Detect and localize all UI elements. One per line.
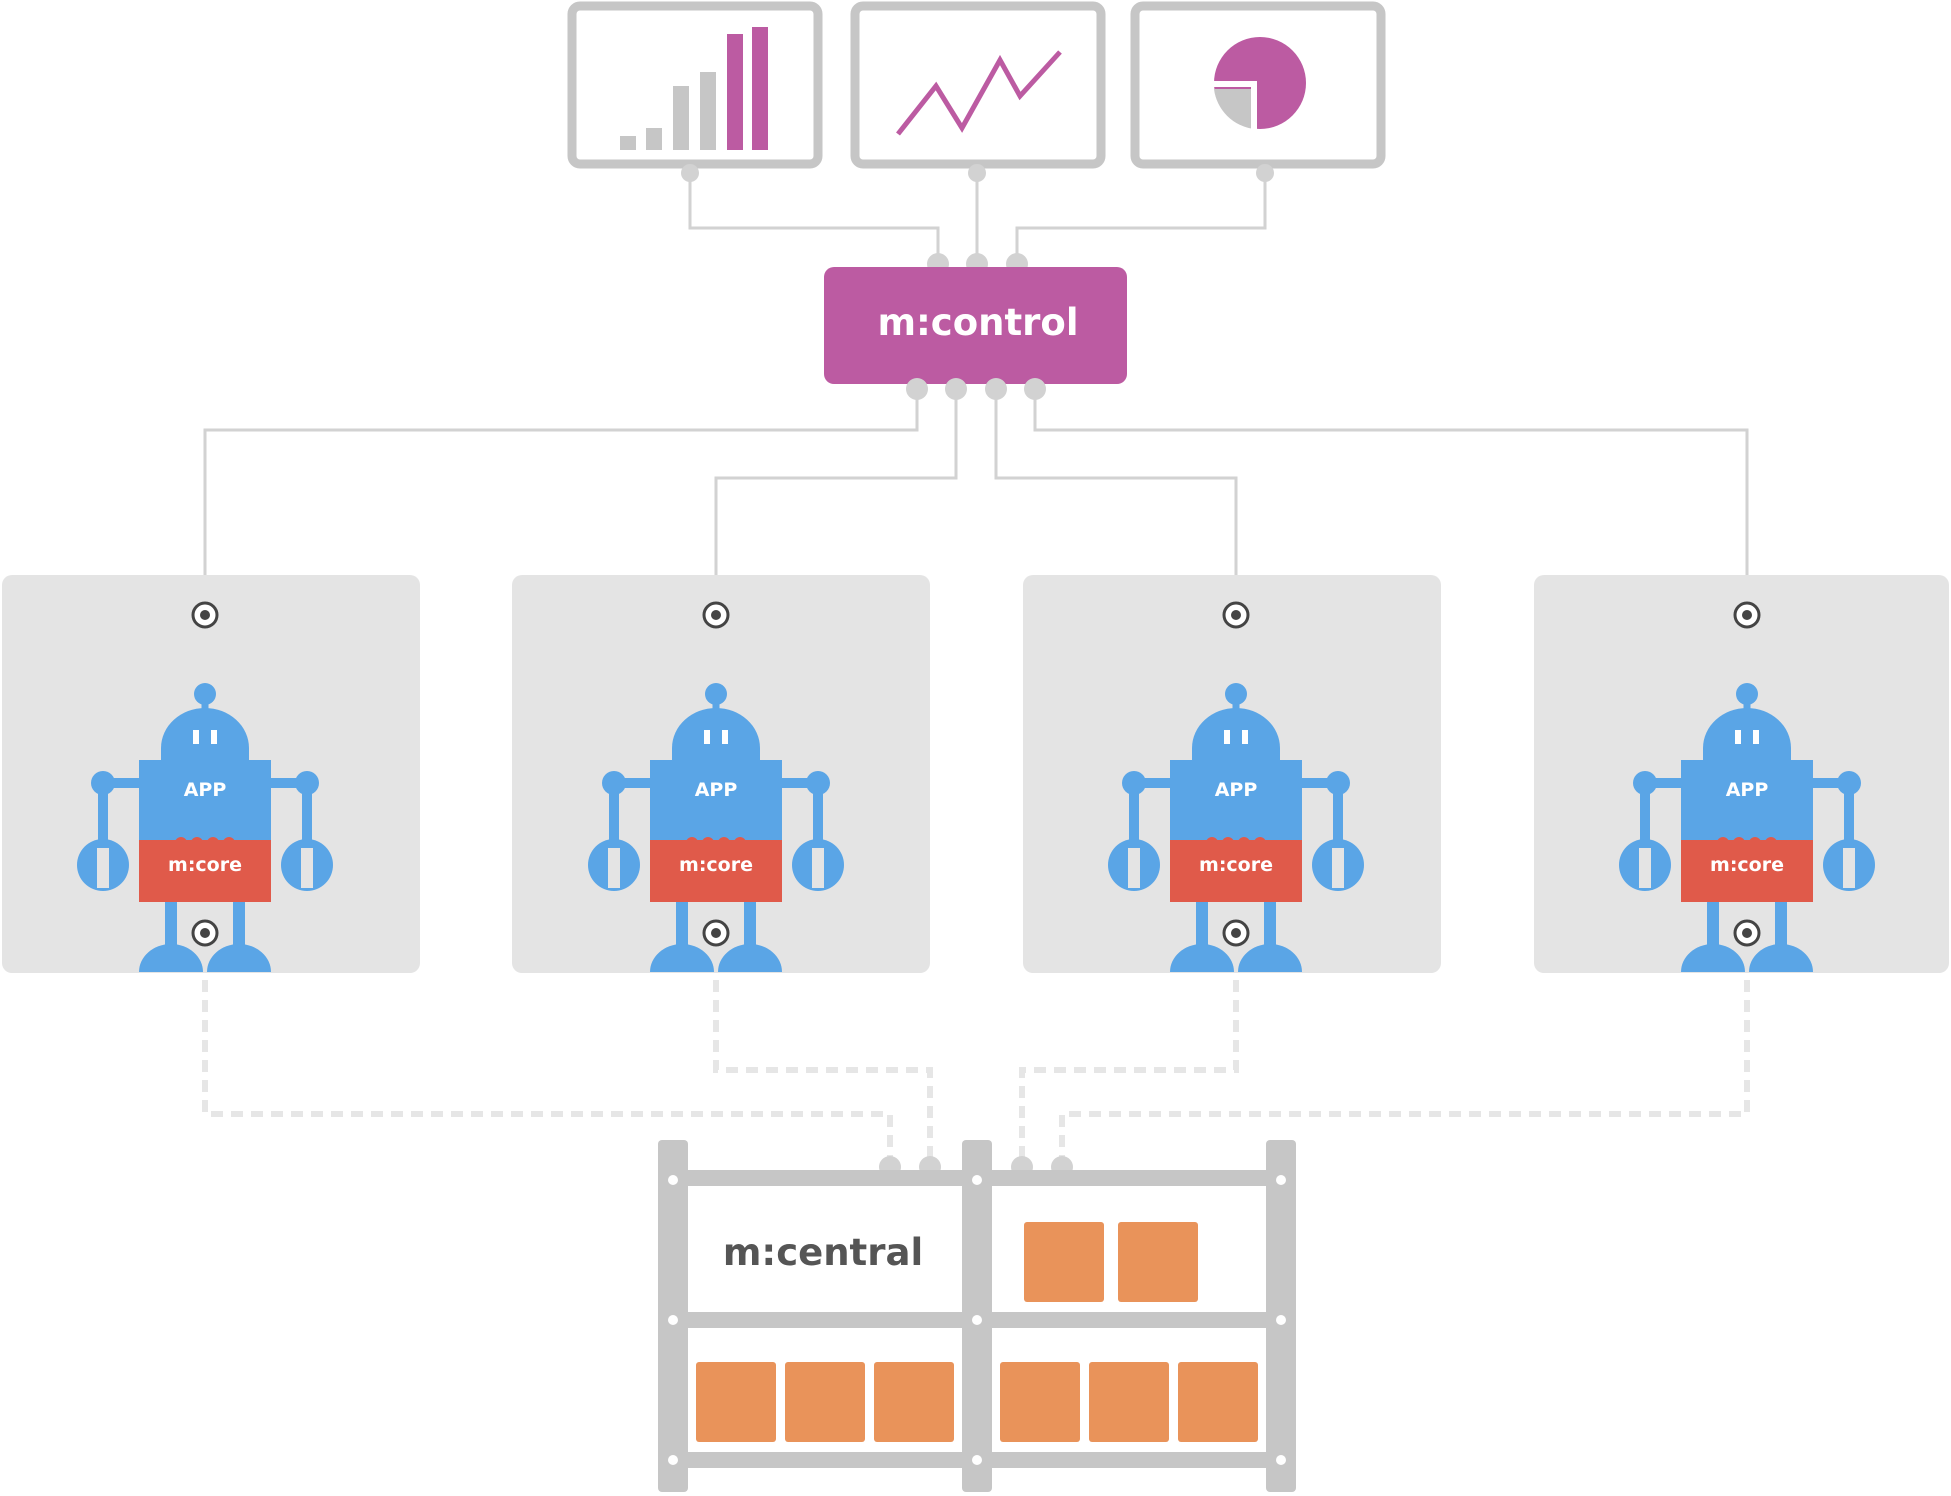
core-label: m:core — [679, 854, 753, 876]
central-connectors — [202, 980, 1750, 1165]
monitor-pie-chart — [1130, 1, 1386, 182]
monitor-line-chart — [850, 1, 1106, 182]
app-label: APP — [1215, 779, 1258, 801]
control-node: m:control — [824, 253, 1127, 400]
core-label: m:core — [1710, 854, 1784, 876]
control-label: m:control — [877, 301, 1078, 344]
robot-panel-3: APP m:core — [1023, 575, 1441, 973]
robot-panel-4: APP m:core — [1534, 575, 1949, 973]
control-connectors — [203, 389, 1749, 608]
monitor-bar-chart — [567, 1, 823, 182]
central-node: m:central — [658, 1140, 1296, 1492]
monitor-connectors — [688, 173, 1267, 262]
app-label: APP — [1726, 779, 1769, 801]
line-chart-icon — [896, 50, 1062, 136]
core-label: m:core — [1199, 854, 1273, 876]
robot-panel-2: APP m:core — [512, 575, 930, 973]
app-label: APP — [184, 779, 227, 801]
app-label: APP — [695, 779, 738, 801]
robot-panel-1: APP m:core — [2, 575, 420, 973]
bar-chart-icon — [620, 27, 768, 150]
storage-boxes — [696, 1222, 1258, 1442]
central-label: m:central — [723, 1231, 923, 1274]
core-label: m:core — [168, 854, 242, 876]
pie-chart-icon — [1214, 37, 1306, 129]
